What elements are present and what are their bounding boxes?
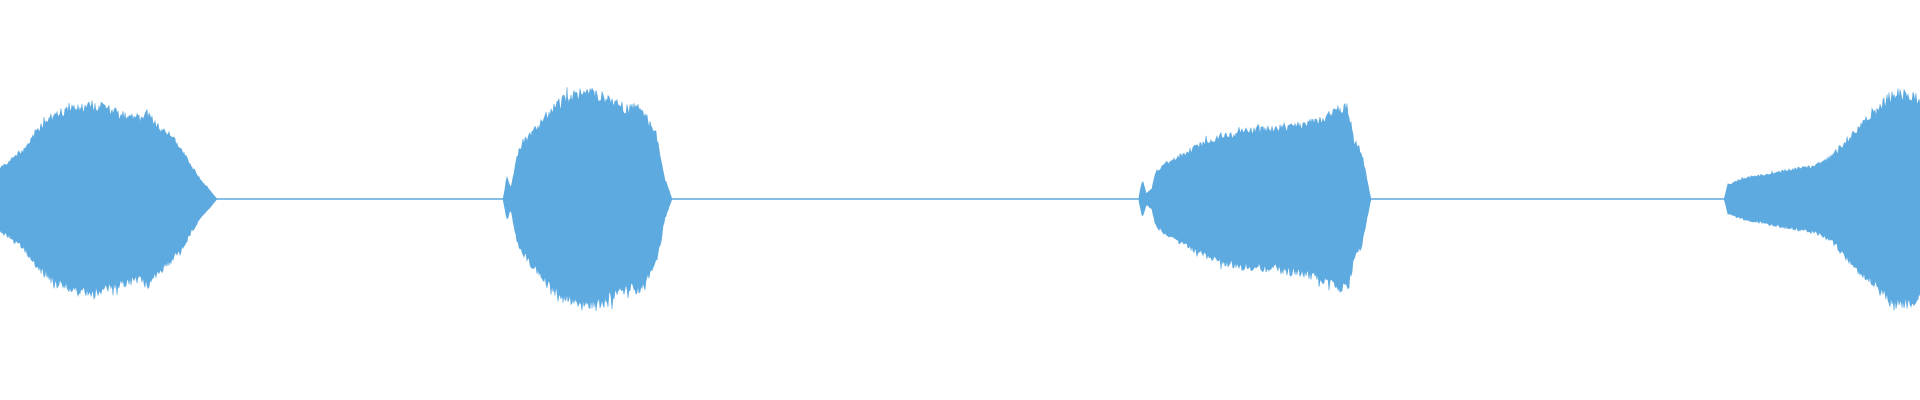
waveform-burst-4 (1723, 88, 1920, 311)
waveform-segments (0, 87, 1920, 312)
waveform-burst-3 (1138, 102, 1372, 293)
waveform-burst-1 (0, 100, 218, 300)
waveform-burst-2 (502, 87, 673, 312)
